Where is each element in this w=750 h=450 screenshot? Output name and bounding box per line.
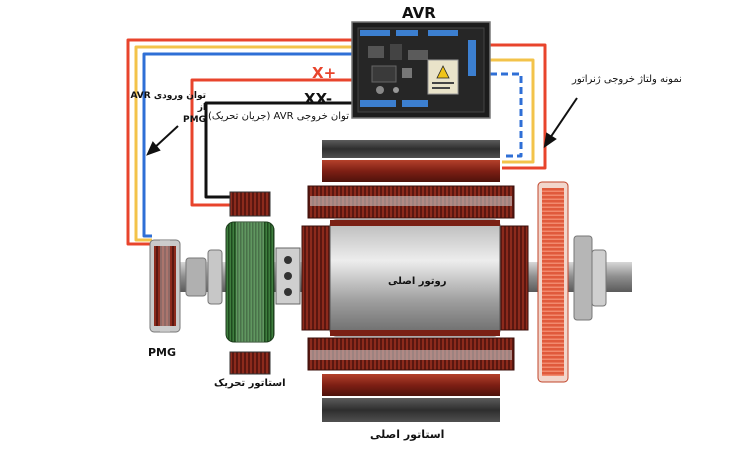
avr-output-line2: (جریان تحریک) xyxy=(208,111,271,122)
avr-input-line3: PMG xyxy=(183,115,206,125)
exciter-stator-label: استاتور تحریک xyxy=(214,378,286,389)
cooling-fan xyxy=(537,181,569,383)
voltage-sample-label: نمونه ولتاژ خروجی ژنراتور xyxy=(572,74,682,85)
x-plus-label: X+ xyxy=(312,64,337,82)
xx-minus-label: XX- xyxy=(304,90,333,108)
wiring xyxy=(126,38,547,246)
right-collar xyxy=(573,235,593,321)
avr-output-label: توان خروجی AVR (جریان تحریک) xyxy=(208,111,349,122)
red-wire-right xyxy=(490,43,547,170)
main-stator-top xyxy=(307,140,515,219)
pmg-hub xyxy=(207,249,223,305)
pmg-assembly xyxy=(149,239,181,333)
avr-title: AVR xyxy=(402,4,436,22)
black-wire-xxminus xyxy=(204,101,352,199)
red-wire-xplus xyxy=(190,78,352,207)
blue-wire-outer xyxy=(142,52,352,238)
main-rotor xyxy=(301,219,529,337)
blue-wire-right-dashed xyxy=(490,72,523,158)
avr-input-label: توان ورودی AVR از PMG xyxy=(130,90,206,126)
yellow-wire-outer xyxy=(134,45,352,242)
avr-board xyxy=(351,21,491,119)
avr-input-line1: توان ورودی AVR xyxy=(130,91,206,101)
avr-input-line2: از xyxy=(197,103,206,113)
main-rotor-label: روتور اصلی xyxy=(388,276,447,287)
main-stator-bottom xyxy=(307,337,515,422)
main-stator-label: استاتور اصلی xyxy=(370,428,445,441)
exciter-assembly xyxy=(225,191,301,375)
yellow-wire-right xyxy=(490,58,535,164)
red-wire-outer xyxy=(126,38,352,246)
avr-output-line1: توان خروجی AVR xyxy=(273,111,350,122)
pointer-arrows xyxy=(146,97,578,156)
pmg-label: PMG xyxy=(148,346,177,359)
pmg-collar xyxy=(185,257,207,297)
right-hub xyxy=(591,249,607,307)
